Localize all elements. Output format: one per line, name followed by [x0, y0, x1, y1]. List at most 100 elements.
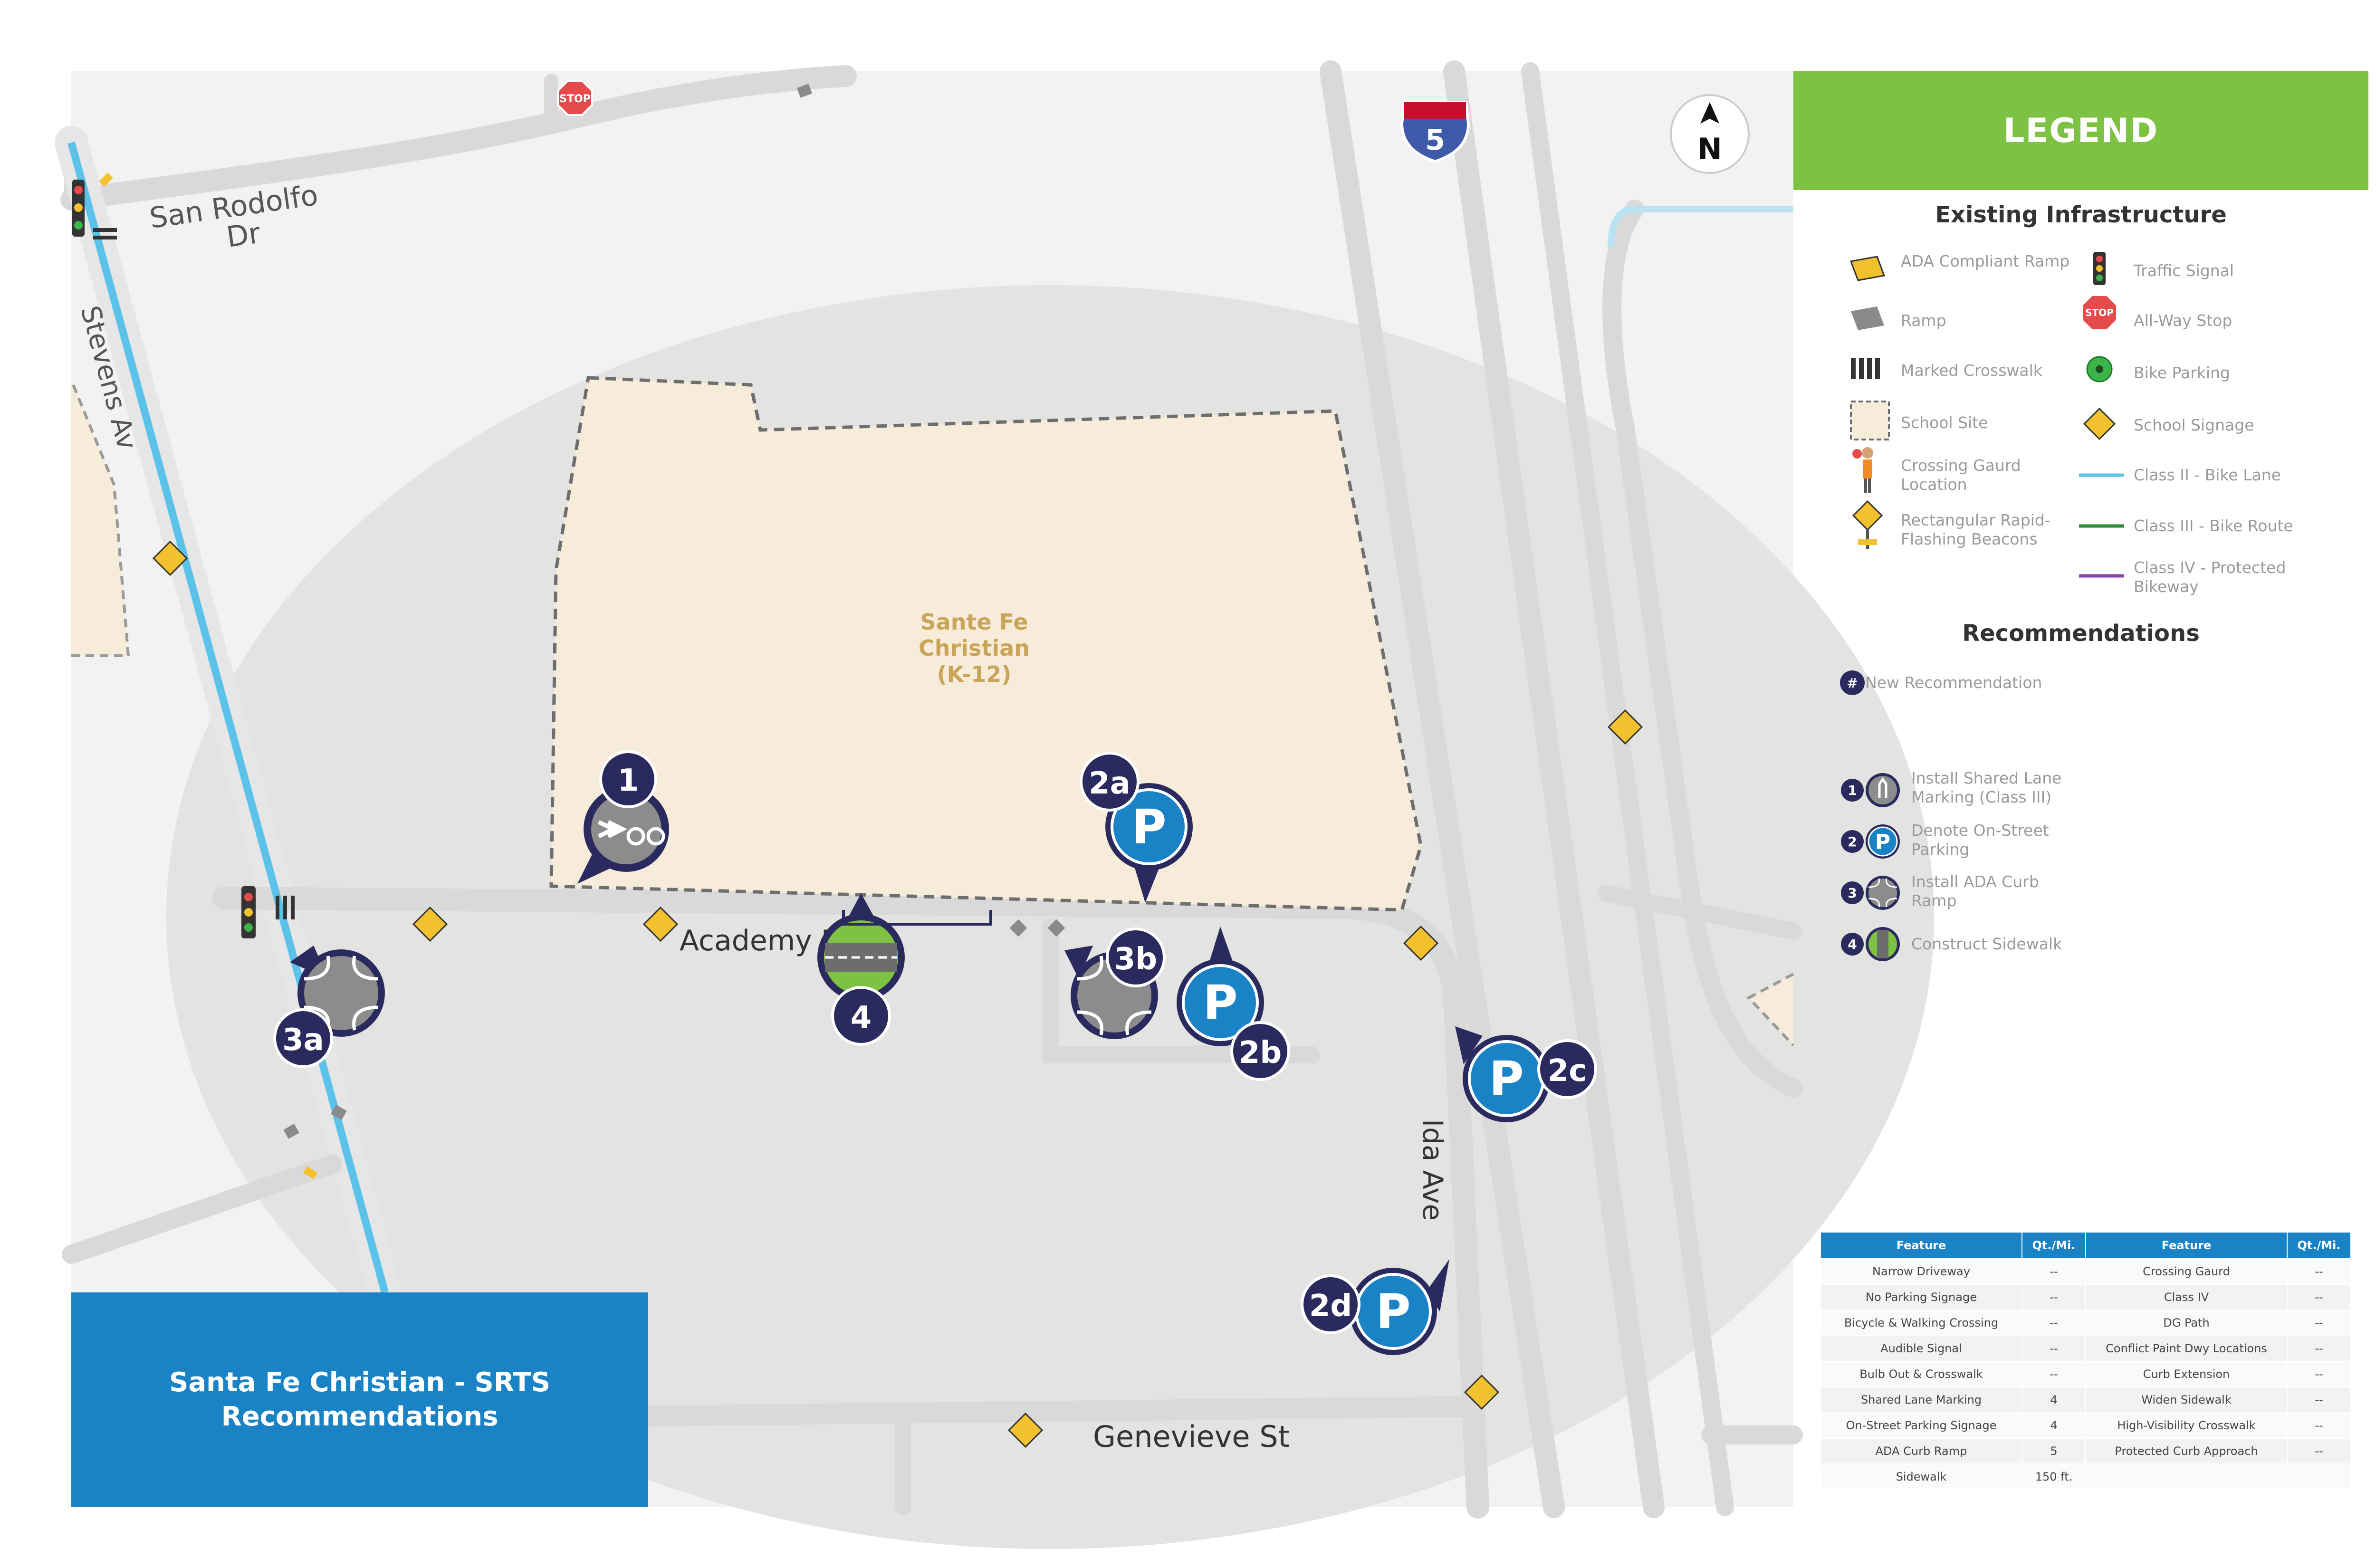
legend-bike-lines — [2079, 473, 2124, 578]
marker-2d-parking[interactable]: P 2d — [1301, 1259, 1449, 1355]
marker-1-label: 1 — [618, 763, 639, 798]
table-cell: -- — [2287, 1386, 2351, 1413]
north-arrow-icon: N — [1670, 94, 1750, 174]
map-title-line-1: Santa Fe Christian - SRTS — [169, 1367, 550, 1398]
legend-label-school-signage: School Signage — [2134, 416, 2254, 434]
legend-parking-letter: P — [1875, 830, 1890, 854]
stop-sign-icon: STOP — [557, 80, 593, 116]
parking-icon: P — [1489, 1051, 1523, 1107]
legend-header: LEGEND — [1793, 71, 2368, 190]
feature-quantity-table: Feature Qt./Mi. Feature Qt./Mi. Narrow D… — [1820, 1232, 2351, 1490]
school-sign-icon — [1007, 1412, 1044, 1448]
table-cell: -- — [2287, 1335, 2351, 1362]
table-header-feature-2: Feature — [2085, 1232, 2288, 1259]
legend-label-ramp: Ramp — [1901, 311, 1946, 330]
table-cell: -- — [2022, 1310, 2086, 1336]
legend-icons-left — [1849, 256, 1890, 549]
legend-icons-right: STOP — [2083, 252, 2116, 440]
table-cell: Narrow Driveway — [1820, 1258, 2022, 1285]
school-sign-icon — [412, 906, 448, 942]
rec-num-2: 2 — [1848, 834, 1857, 850]
table-header-qty-2: Qt./Mi. — [2287, 1232, 2351, 1259]
legend-label-school-site: School Site — [1901, 413, 1988, 432]
table-cell: Curb Extension — [2085, 1361, 2288, 1387]
legend-label-rec-2: Denote On-Street Parking — [1911, 821, 2049, 859]
table-cell: -- — [2022, 1335, 2086, 1362]
school-sign-icon — [642, 906, 679, 942]
table-cell: -- — [2287, 1438, 2351, 1464]
legend-label-rec-1: Install Shared Lane Marking (Class III) — [1911, 769, 2062, 806]
legend-label-all-way-stop: All-Way Stop — [2134, 311, 2232, 330]
school-name-line-2: Christian — [919, 635, 1030, 661]
table-cell: -- — [2287, 1284, 2351, 1310]
table-cell: Shared Lane Marking — [1820, 1386, 2022, 1413]
legend-stop-text: STOP — [2085, 307, 2114, 318]
table-cell: Widen Sidewalk — [2085, 1386, 2288, 1413]
table-cell: 5 — [2022, 1438, 2086, 1464]
parking-icon — [1868, 826, 1898, 857]
table-cell: Sidewalk — [1820, 1463, 2022, 1490]
crossing-guard-icon — [1852, 447, 1873, 493]
rec-num-1: 1 — [1848, 783, 1857, 798]
marker-2b-label: 2b — [1239, 1035, 1282, 1071]
legend-label-crossing-guard: Crossing Gaurd Location — [1901, 456, 2021, 494]
ada-ramp-icon — [1849, 256, 1886, 281]
marker-2b-parking[interactable]: P 2b — [1177, 927, 1290, 1081]
sidewalk-extent-bracket — [842, 910, 992, 926]
table-cell — [2085, 1463, 2288, 1490]
curb-ramp-icon — [304, 956, 379, 1031]
school-sign-icon — [1607, 709, 1643, 745]
legend-label-ada-ramp: ADA Compliant Ramp — [1901, 252, 2070, 270]
rec-num-3: 3 — [1848, 885, 1857, 901]
table-cell: -- — [2022, 1258, 2086, 1285]
street-label-genevieve: Genevieve St — [1093, 1419, 1290, 1454]
legend-label-class-ii: Class II - Bike Lane — [2134, 466, 2281, 484]
legend-label-rec-3: Install ADA Curb Ramp — [1911, 872, 2039, 910]
marker-2a-parking[interactable]: P 2a — [1080, 752, 1193, 903]
table-cell: Bicycle & Walking Crossing — [1820, 1310, 2022, 1336]
parking-icon: P — [1376, 1284, 1410, 1339]
table-cell: Conflict Paint Dwy Locations — [2085, 1335, 2288, 1362]
rec-num-4: 4 — [1848, 937, 1857, 952]
table-cell: -- — [2287, 1361, 2351, 1387]
parking-icon: P — [1131, 799, 1166, 855]
table-row: No Parking Signage--Class IV-- — [1820, 1284, 2351, 1310]
marker-2c-parking[interactable]: P 2c — [1455, 1026, 1597, 1122]
interstate-number: 5 — [1425, 124, 1445, 157]
crosswalk-icon — [1851, 358, 1880, 379]
table-cell: Class IV — [2085, 1284, 2288, 1310]
rrfb-icon — [1852, 500, 1883, 549]
sharrow-icon — [1868, 776, 1897, 804]
table-row: Audible Signal--Conflict Paint Dwy Locat… — [1820, 1335, 2351, 1362]
legend-label-bike-parking: Bike Parking — [2134, 363, 2230, 382]
street-label-ida: Ida Ave — [1417, 1119, 1449, 1221]
table-cell: High-Visibility Crosswalk — [2085, 1412, 2288, 1439]
table-cell: -- — [2287, 1412, 2351, 1439]
school-sign-icon — [1403, 925, 1439, 961]
marker-1-shared-lane[interactable]: 1 — [577, 750, 669, 884]
ramp-icon — [1851, 306, 1884, 330]
marked-crosswalk-icon — [93, 228, 295, 919]
legend-rec-icons: # 1 2 P 3 4 — [1840, 670, 1900, 961]
table-cell: Bulb Out & Crosswalk — [1820, 1361, 2022, 1387]
traffic-signal-icon — [241, 886, 256, 938]
recommendations-heading: Recommendations — [1962, 620, 2200, 647]
ada-ramp-icon — [99, 172, 318, 1179]
school-sign-icon — [2083, 407, 2116, 440]
school-name-line-3: (K-12) — [937, 661, 1012, 687]
marker-4-sidewalk[interactable]: 4 — [817, 893, 905, 1046]
marker-3b-curb-ramp[interactable]: 3b — [1064, 927, 1166, 1039]
table-cell: DG Path — [2085, 1310, 2288, 1336]
traffic-signal-icon — [72, 180, 85, 237]
table-cell: 4 — [2022, 1412, 2086, 1439]
table-header-feature: Feature — [1820, 1232, 2022, 1259]
stop-sign-icon — [2083, 296, 2116, 329]
table-cell: -- — [2287, 1258, 2351, 1285]
legend-label-crosswalk: Marked Crosswalk — [1901, 361, 2042, 380]
legend-label-traffic-signal: Traffic Signal — [2134, 261, 2234, 280]
curb-ramp-icon — [1868, 879, 1897, 907]
marker-3a-curb-ramp[interactable]: 3a — [273, 946, 385, 1068]
